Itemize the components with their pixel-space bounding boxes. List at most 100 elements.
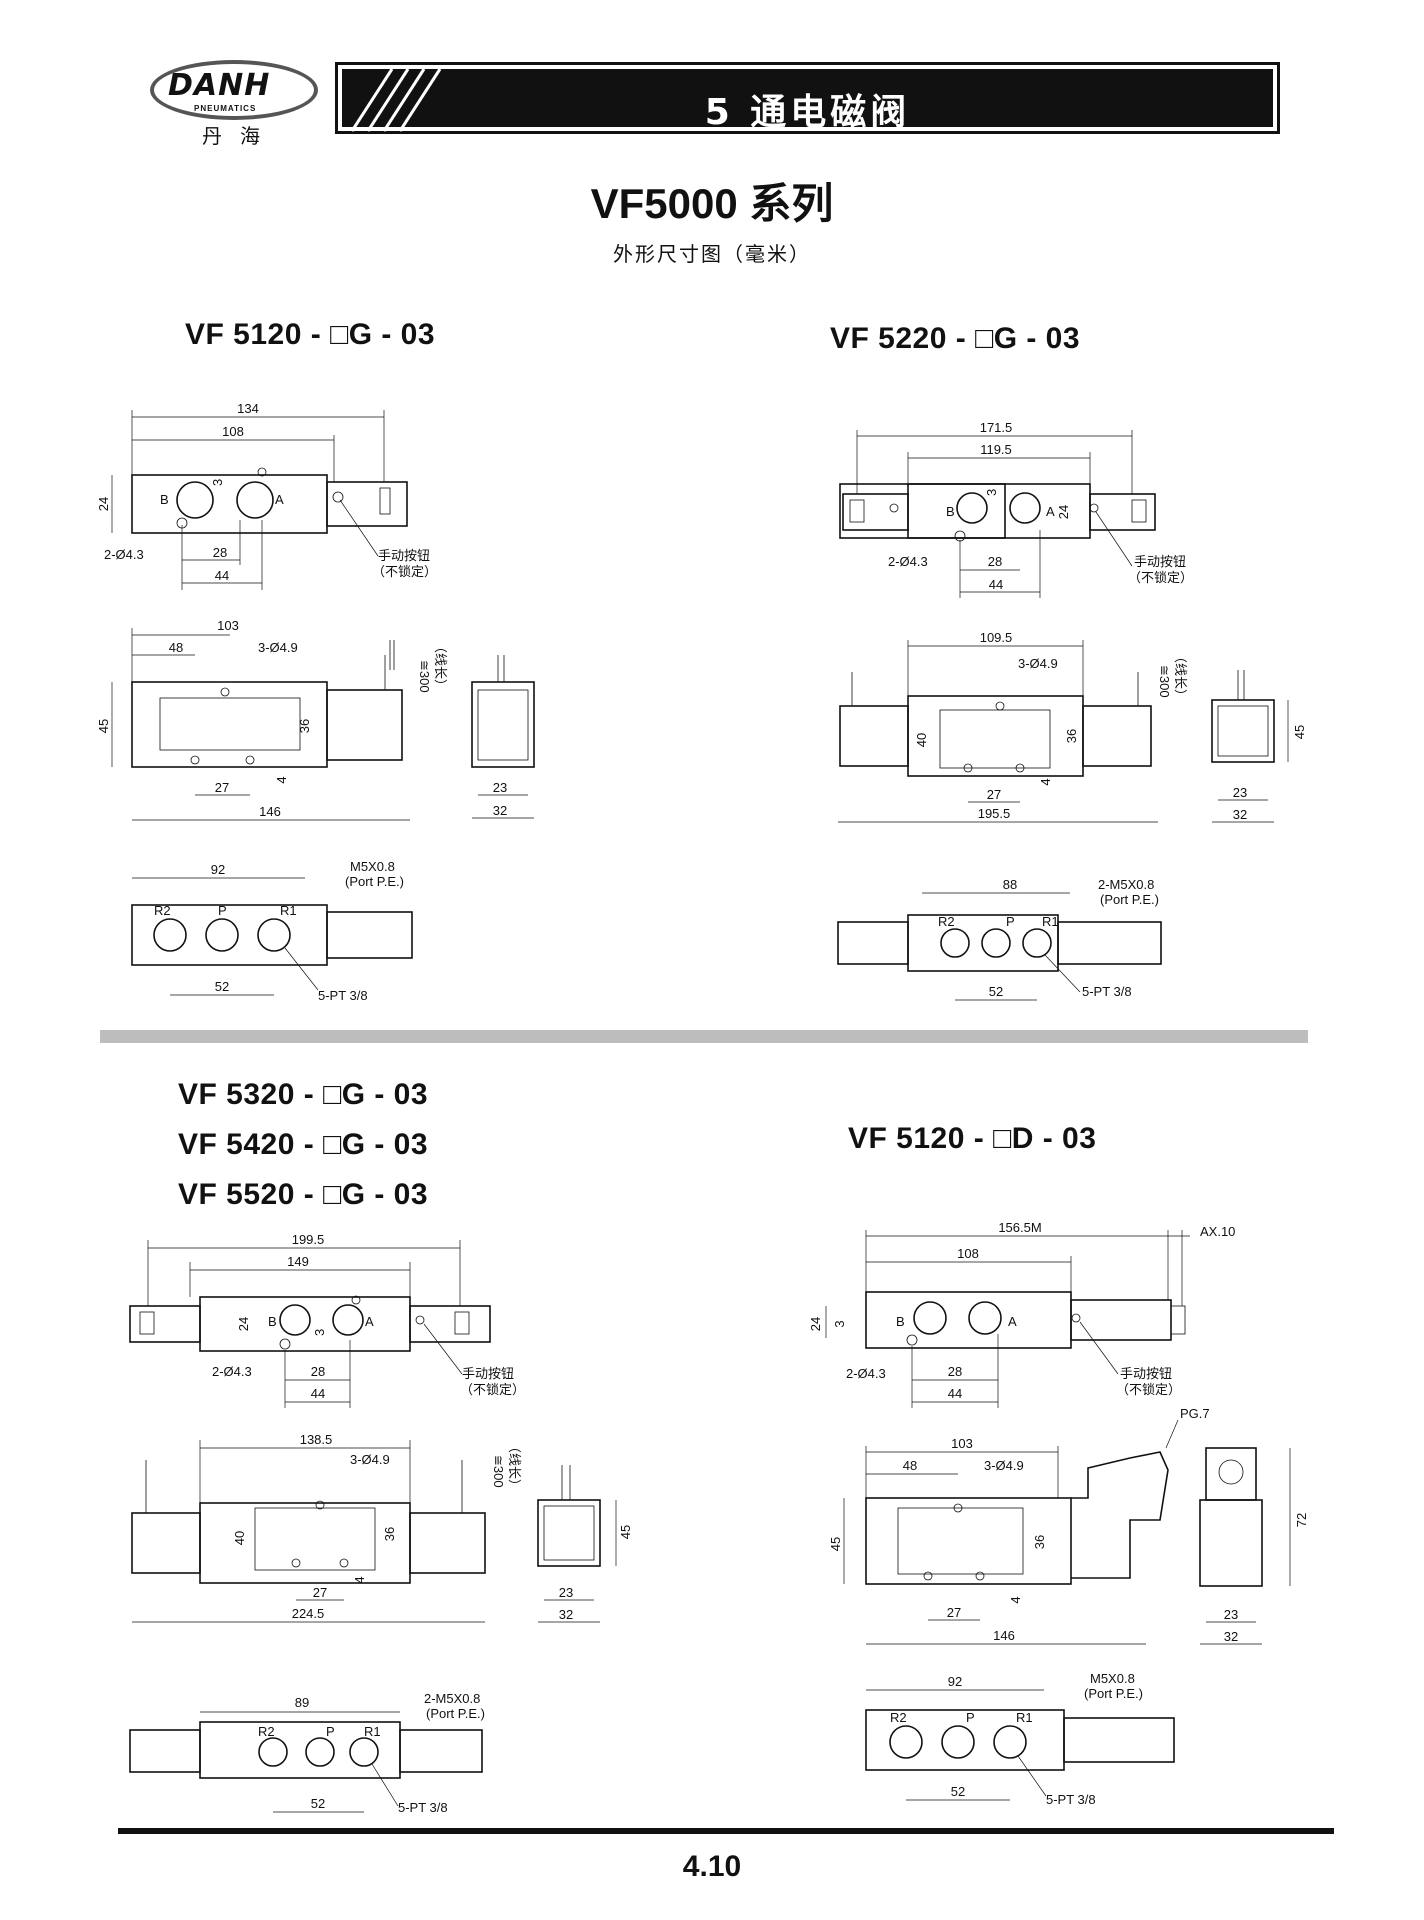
wire-length-note: （线长） [433, 640, 448, 692]
port-r2: R2 [938, 914, 955, 929]
footer-rule [118, 1828, 1334, 1834]
model-title-3a: VF 5320 - □G - 03 [178, 1078, 429, 1111]
port-b: B [946, 504, 955, 519]
thread-note: (Port P.E.) [345, 874, 404, 889]
port-r1: R1 [1016, 1710, 1033, 1725]
end-dim-23: 23 [1233, 785, 1247, 800]
dim-24: 24 [236, 1317, 251, 1331]
manual-button-label: 手动按钮 [1134, 554, 1186, 569]
section-divider [100, 1030, 1308, 1043]
port-p: P [1006, 914, 1015, 929]
manual-button-note: （不锁定） [1128, 570, 1193, 585]
logo-wordmark: DANH [168, 68, 271, 103]
logo-chinese: 丹海 [202, 124, 278, 148]
dim-109-5: 109.5 [980, 630, 1013, 645]
dim-44: 44 [311, 1386, 325, 1401]
dim-119-5: 119.5 [980, 442, 1012, 457]
holes-label: 3-Ø4.9 [258, 640, 298, 655]
dim-224-5: 224.5 [292, 1606, 325, 1621]
wire-length: ≅300 [1157, 665, 1172, 698]
section-title-bar: 5 通电磁阀 [335, 62, 1280, 134]
dim-48: 48 [169, 640, 183, 655]
manual-button-label: 手动按钮 [462, 1366, 514, 1381]
dim-156-5: 156.5M [998, 1220, 1041, 1235]
side-view-4: PG.7 103 48 3-Ø4.9 45 36 4 27 146 72 23 … [828, 1406, 1309, 1645]
hole-label: 2-Ø4.3 [888, 554, 928, 569]
model-title-3b: VF 5420 - □G - 03 [178, 1128, 429, 1161]
port-p: P [966, 1710, 975, 1725]
top-view-3: 199.5 149 24 3 B A 2-Ø4.3 28 44 手动按钮 （不锁… [129, 1232, 525, 1408]
dim-24: 24 [808, 1317, 823, 1331]
manual-button-note: （不锁定） [460, 1382, 525, 1397]
dim-48: 48 [903, 1458, 917, 1473]
dim-40: 40 [914, 733, 929, 747]
hole-label: 2-Ø4.3 [212, 1364, 252, 1379]
end-dim-72: 72 [1294, 1513, 1309, 1527]
page-number: 4.10 [682, 1850, 742, 1883]
dim-4: 4 [1038, 778, 1053, 785]
dim-146: 146 [259, 804, 281, 819]
port-a: A [365, 1314, 374, 1329]
port-a: A [1046, 504, 1055, 519]
dim-36: 36 [1032, 1535, 1047, 1549]
port-p: P [218, 903, 227, 918]
thread-note: (Port P.E.) [1084, 1686, 1143, 1701]
port-r1: R1 [1042, 914, 1059, 929]
dim-28: 28 [988, 554, 1002, 569]
port-thread: 5-PT 3/8 [398, 1800, 448, 1815]
dim-24: 24 [1056, 505, 1071, 519]
side-view-3: 138.5 3-Ø4.9 40 36 4 27 224.5 ≅300 （线长） … [131, 1432, 633, 1623]
dim-45: 45 [96, 719, 111, 733]
dim-28: 28 [311, 1364, 325, 1379]
top-view-4: 156.5M AX.10 108 24 3 B A 2-Ø4.3 28 44 手… [808, 1220, 1235, 1408]
wire-length-note: （线长） [507, 1440, 522, 1492]
port-thread: 5-PT 3/8 [318, 988, 368, 1003]
port-r2: R2 [890, 1710, 907, 1725]
manual-button-note: （不锁定） [1116, 1382, 1181, 1397]
holes-label: 3-Ø4.9 [1018, 656, 1058, 671]
port-r1: R1 [364, 1724, 381, 1739]
holes-label: 3-Ø4.9 [350, 1452, 390, 1467]
end-dim-32: 32 [493, 803, 507, 818]
dim-92: 92 [948, 1674, 962, 1689]
port-r2: R2 [154, 903, 171, 918]
dim-52: 52 [951, 1784, 965, 1799]
dim-27: 27 [215, 780, 229, 795]
model-title-1: VF 5120 - □G - 03 [185, 318, 436, 351]
dim-138-5: 138.5 [300, 1432, 333, 1447]
dim-4: 4 [1008, 1596, 1023, 1603]
port-b: B [896, 1314, 905, 1329]
thread-label: M5X0.8 [350, 859, 395, 874]
dim-36: 36 [382, 1527, 397, 1541]
dim-44: 44 [215, 568, 229, 583]
side-view-1: 103 48 3-Ø4.9 45 36 4 27 146 ≅300 （线长） 2… [96, 618, 535, 821]
dim-24: 24 [96, 497, 111, 511]
hole-label: 2-Ø4.3 [104, 547, 144, 562]
port-p: P [326, 1724, 335, 1739]
dim-108: 108 [222, 424, 244, 439]
end-dim-45: 45 [1292, 725, 1307, 739]
thread-note: (Port P.E.) [426, 1706, 485, 1721]
subtitle: 外形尺寸图（毫米） [613, 244, 811, 266]
end-dim-45: 45 [618, 1525, 633, 1539]
dim-3: 3 [984, 489, 999, 496]
thread-label: 2-M5X0.8 [1098, 877, 1154, 892]
manual-button-label: 手动按钮 [378, 548, 430, 563]
port-a: A [1008, 1314, 1017, 1329]
port-thread: 5-PT 3/8 [1082, 984, 1132, 999]
dim-40: 40 [232, 1531, 247, 1545]
port-r2: R2 [258, 1724, 275, 1739]
thread-label: M5X0.8 [1090, 1671, 1135, 1686]
manual-button-note: （不锁定） [372, 564, 437, 579]
dim-3: 3 [312, 1329, 327, 1336]
thread-label: 2-M5X0.8 [424, 1691, 480, 1706]
dim-28: 28 [213, 545, 227, 560]
dim-44: 44 [989, 577, 1003, 592]
dim-27: 27 [947, 1605, 961, 1620]
port-b: B [160, 492, 169, 507]
dim-146: 146 [993, 1628, 1015, 1643]
dim-195-5: 195.5 [978, 806, 1011, 821]
